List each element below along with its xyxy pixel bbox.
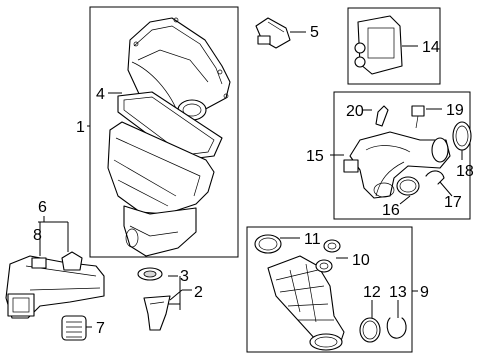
- bracket-and-grommet: [137, 267, 171, 331]
- air-inlet-hose: [254, 234, 407, 351]
- callout-18: 18: [456, 163, 474, 180]
- callout-5: 5: [310, 24, 319, 41]
- air-cleaner-assembly-box: [89, 6, 239, 258]
- callout-9: 9: [420, 284, 429, 301]
- callout-17: 17: [444, 194, 462, 211]
- lower-intake-duct: [5, 251, 105, 341]
- callout-12: 12: [363, 284, 381, 301]
- control-module: [354, 15, 403, 75]
- leader-lines: [38, 31, 463, 328]
- air-cleaner-housing: [107, 17, 231, 257]
- callout-20: 20: [346, 103, 364, 120]
- module-box: [347, 7, 441, 85]
- callout-7: 7: [96, 320, 105, 337]
- air-inlet-hose-box: [246, 226, 413, 353]
- callout-8: 8: [33, 227, 42, 244]
- intake-duct: [343, 105, 472, 199]
- callout-19: 19: [446, 102, 464, 119]
- callout-13: 13: [389, 284, 407, 301]
- callout-10: 10: [352, 252, 370, 269]
- callout-11: 11: [304, 231, 321, 248]
- mass-air-flow-sensor: [255, 17, 291, 49]
- callout-2: 2: [194, 284, 203, 301]
- callout-16: 16: [382, 202, 400, 219]
- callout-3: 3: [180, 268, 189, 285]
- callout-labels: 1 4 5 14 15 20 19 18 16 17 11 10 9 12 13…: [33, 24, 474, 337]
- callout-4: 4: [96, 86, 105, 103]
- callout-15: 15: [306, 148, 324, 165]
- callout-14: 14: [422, 39, 440, 56]
- callout-6: 6: [38, 199, 47, 216]
- callout-1: 1: [76, 119, 85, 136]
